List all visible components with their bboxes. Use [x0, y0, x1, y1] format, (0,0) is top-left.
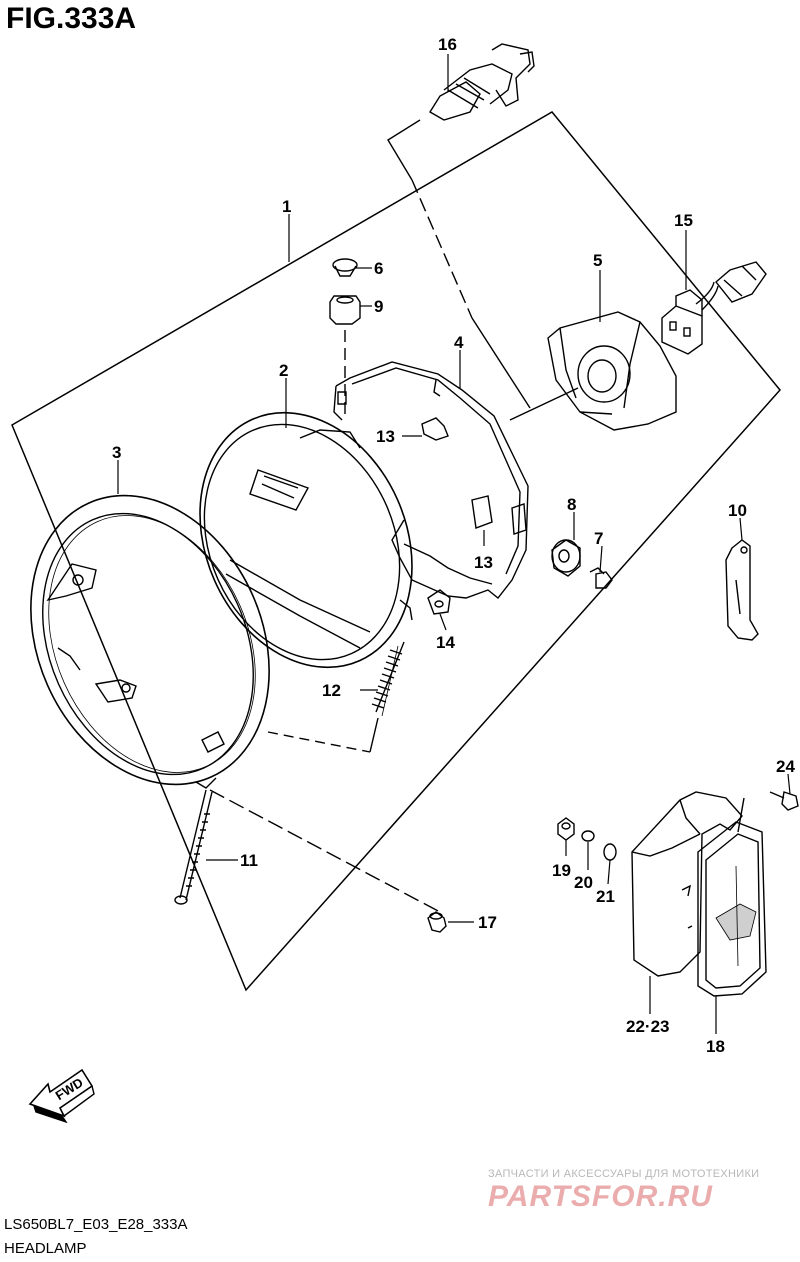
rim-part-3	[30, 494, 270, 789]
callout-8: 8	[567, 495, 576, 514]
callout-16: 16	[438, 35, 457, 54]
assembly-boundary	[11, 111, 781, 992]
callout-10: 10	[728, 501, 747, 520]
washer-part-20	[581, 830, 595, 842]
watermark-logo: PARTSFOR.RU	[488, 1180, 713, 1213]
callout-15: 15	[674, 211, 693, 230]
cover-part-5	[547, 311, 677, 431]
screw-part-11	[174, 789, 213, 905]
cover-part-18	[697, 821, 767, 997]
bulb-leader	[387, 119, 421, 181]
callout-21: 21	[596, 887, 615, 906]
callout-17: 17	[478, 913, 497, 932]
callout-11: 11	[240, 851, 258, 870]
fwd-label: FWD	[53, 1075, 86, 1103]
callout-13a: 13	[376, 427, 395, 446]
callout-14: 14	[436, 633, 455, 652]
spring-part-12	[371, 641, 405, 717]
relay-box-part-22-23	[631, 791, 743, 977]
figure-title: FIG.333A	[6, 2, 137, 35]
callout-20: 20	[574, 873, 593, 892]
screw-part-6	[332, 258, 358, 277]
callout-13b: 13	[474, 553, 493, 572]
leader-lines	[117, 54, 791, 1034]
callout-24: 24	[776, 757, 795, 776]
callout-7: 7	[594, 529, 603, 548]
screw-part-17	[427, 911, 447, 933]
diagram-code: LS650BL7_E03_E28_333A	[4, 1216, 188, 1233]
callout-3: 3	[112, 443, 121, 462]
callout-2: 2	[279, 361, 288, 380]
bolt-part-7	[589, 567, 613, 589]
callout-5: 5	[593, 251, 602, 270]
socket-part-15	[661, 261, 767, 355]
diagram-name: HEADLAMP	[4, 1240, 87, 1257]
screw-part-24	[737, 791, 799, 833]
watermark-tagline: ЗАПЧАСТИ И АКСЕССУАРЫ ДЛЯ МОТОТЕХНИКИ	[488, 1168, 760, 1180]
grommet-part-9	[329, 295, 361, 325]
nut-part-19	[557, 817, 575, 841]
bulb-part-16	[429, 43, 535, 121]
callout-12: 12	[322, 681, 341, 700]
bracket-part-4	[333, 361, 529, 599]
callout-19: 19	[552, 861, 571, 880]
fwd-arrow-icon	[28, 1068, 95, 1124]
strap-part-10	[725, 539, 759, 641]
headlamp-unit-part-2	[199, 411, 413, 669]
nut-part-14	[427, 589, 451, 615]
callout-1: 1	[282, 197, 291, 216]
damper-part-8	[551, 539, 581, 577]
washer-part-21	[603, 843, 617, 861]
callout-9: 9	[374, 297, 383, 316]
callout-4: 4	[454, 333, 464, 352]
callout-6: 6	[374, 259, 383, 278]
callout-18: 18	[706, 1037, 725, 1056]
callout-22-23: 22·23	[626, 1017, 669, 1036]
